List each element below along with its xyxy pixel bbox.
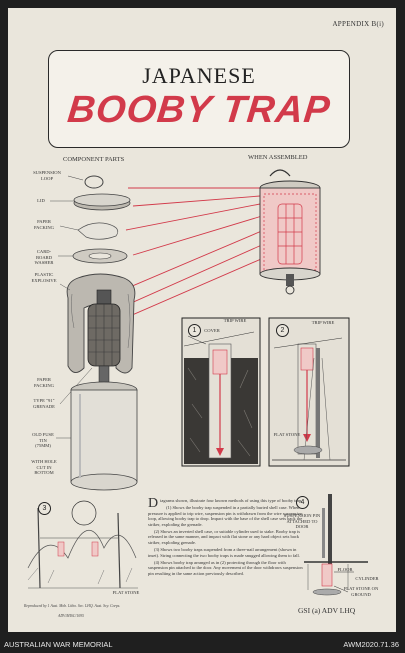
dropcap: D bbox=[148, 496, 159, 511]
assembled-booby-trap bbox=[259, 169, 321, 295]
intro-paragraph: iagrams shown, illustrate four known met… bbox=[160, 498, 303, 503]
footer-accession: AWM2020.71.36 bbox=[343, 640, 399, 649]
appendix-label: APPENDIX B(i) bbox=[332, 20, 384, 28]
poster-sheet: APPENDIX B(i) JAPANESE BOOBY TRAP COMPON… bbox=[8, 8, 396, 632]
label-grenade: TYPE "91" GRENADE bbox=[33, 398, 55, 409]
paper-packing-part bbox=[59, 222, 119, 240]
label-hole: WITH HOLE CUT IN BOTTOM bbox=[31, 459, 57, 476]
fuse-tin-part bbox=[56, 381, 138, 491]
washer-part bbox=[58, 248, 128, 264]
diagram-3-number: 3 bbox=[38, 502, 51, 515]
diagram-2 bbox=[268, 317, 350, 467]
reproduced-note: Reproduced by 1 Aust. Mob. Litho. Sec. L… bbox=[24, 604, 121, 608]
grenade-part bbox=[59, 289, 121, 405]
print-code: ADV/MISC/1095 bbox=[58, 614, 84, 618]
label-card-board-washer: CARD-BOARD WASHER bbox=[34, 249, 54, 266]
label-plastic-explosive: PLASTIC EXPLOSIVE bbox=[31, 272, 57, 283]
label-fuse-tin: OLD FUSE TIN (75mm) bbox=[32, 432, 54, 449]
d4-cylinder: CYLINDER bbox=[355, 576, 379, 581]
paragraph-1: (1) Shows the booby trap suspended in a … bbox=[148, 505, 303, 527]
paragraph-3: (3) Shows two booby traps suspended from… bbox=[148, 547, 300, 558]
diagram-4 bbox=[304, 494, 368, 596]
label-paper-packing-2: PAPER PACKING bbox=[34, 377, 54, 388]
label-paper-packing: PAPER PACKING bbox=[34, 219, 54, 230]
d4-floor: FLOOR bbox=[337, 567, 353, 572]
illustration-layer bbox=[27, 169, 368, 596]
paragraph-4: (4) Shows booby trap arranged as in (2) … bbox=[148, 560, 303, 576]
d1-trip-wire: TRIP WIRE bbox=[223, 318, 247, 323]
lid-part bbox=[50, 193, 131, 211]
d2-flat-stone: FLAT STONE bbox=[273, 432, 301, 437]
assembled-heading: WHEN ASSEMBLED bbox=[248, 154, 308, 161]
leader-lines bbox=[115, 187, 269, 323]
diagram-2-number: 2 bbox=[276, 324, 289, 337]
title-box: JAPANESE BOOBY TRAP bbox=[48, 50, 350, 148]
paragraph-2: (2) Shows an inverted shell case, or sui… bbox=[148, 529, 300, 545]
footer-institution: AUSTRALIAN WAR MEMORIAL bbox=[4, 640, 113, 649]
diagram-4-number: 4 bbox=[296, 496, 309, 509]
label-suspension-loop: SUSPENSION LOOP bbox=[33, 170, 61, 181]
label-lid: LID bbox=[37, 198, 45, 203]
diagram-1-number: 1 bbox=[188, 324, 201, 337]
d3-flat-stone: FLAT STONE bbox=[112, 590, 140, 595]
d4-suspension-pin: SUSPENSION PIN ATTACHED TO DOOR bbox=[283, 513, 321, 530]
components-heading: COMPONENT PARTS bbox=[63, 156, 125, 163]
title-line1: JAPANESE bbox=[142, 63, 256, 88]
suspension-loop-part bbox=[67, 175, 104, 189]
diagram-1 bbox=[181, 317, 261, 467]
diagram-3 bbox=[27, 500, 138, 589]
d1-cover: COVER bbox=[204, 328, 220, 333]
d2-trip-wire: TRIP WIRE bbox=[311, 320, 335, 325]
d4-flat-stone: FLAT STONE ON GROUND bbox=[343, 586, 379, 597]
gsi-mark: GSI (a) ADV LHQ bbox=[298, 606, 356, 615]
